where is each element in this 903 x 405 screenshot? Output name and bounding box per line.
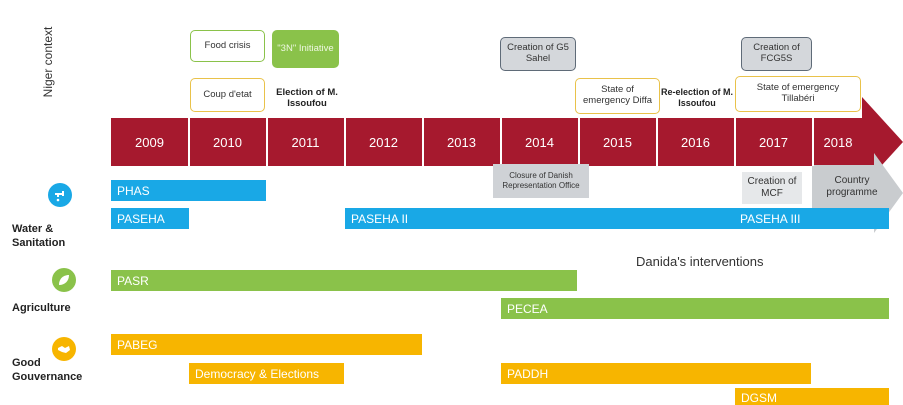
sector-governance-label: Good Gouvernance [12,357,83,384]
note-creation-mcf: Creation of MCF [742,172,802,204]
niger-context-text: Niger context [41,26,55,98]
bar-paseha-ii-label: PASEHA II [351,211,409,226]
timeline-arrow-head [862,97,903,187]
year-2010: 2010 [213,134,242,150]
timeline-bar [111,118,864,166]
bar-pasr: PASR [111,270,577,291]
event-coup-detat: Coup d'etat [190,78,265,112]
bar-democracy-elections: Democracy & Elections [189,363,344,384]
year-2012: 2012 [369,134,398,150]
year-divider [500,118,502,166]
handshake-icon [52,337,76,361]
bar-pecea: PECEA [501,298,889,319]
event-g5-sahel: Creation of G5 Sahel [500,37,576,71]
year-divider [422,118,424,166]
year-divider [344,118,346,166]
bar-paddh: PADDH [501,363,811,384]
event-reelection: Re-election of M. Issoufou [660,87,733,108]
bar-pabeg: PABEG [111,334,422,355]
year-2013: 2013 [447,134,476,150]
water-tap-icon [48,183,72,207]
legend-danida-interventions: Danida's interventions [636,254,764,269]
event-state-emergency-diffa: State of emergency Diffa [575,78,660,114]
bar-dgsm: DGSM [735,388,889,405]
year-divider [812,118,814,166]
bar-paseha-ii: PASEHA II PASEHA III [345,208,889,229]
bar-paseha-iii-label: PASEHA III [740,211,801,226]
year-2015: 2015 [603,134,632,150]
sector-agriculture-label: Agriculture [12,302,71,314]
year-2018: 2018 [823,134,853,150]
event-election-2011: Election of M. Issoufou [276,86,338,109]
year-2009: 2009 [135,134,164,150]
year-divider [188,118,190,166]
year-2017: 2017 [759,134,788,150]
year-2011: 2011 [291,134,320,150]
event-3n-initiative: "3N" Initiative [272,30,339,68]
note-danish-office-closure: Closure of Danish Representation Office [493,164,589,198]
event-fcg5s: Creation of FCG5S [741,37,812,71]
sector-water-label: Water & Sanitation [12,223,66,250]
year-divider [734,118,736,166]
year-2016: 2016 [681,134,710,150]
note-country-programme: Country programme [826,174,878,199]
event-food-crisis: Food crisis [190,30,265,62]
year-2014: 2014 [525,134,554,150]
leaf-icon [52,268,76,292]
year-divider [656,118,658,166]
niger-context-label: Niger context [12,10,84,114]
bar-phas: PHAS [111,180,266,201]
event-state-emergency-tillaberi: State of emergency Tillabéri [735,76,861,112]
year-divider [266,118,268,166]
year-divider [578,118,580,166]
bar-paseha: PASEHA [111,208,189,229]
